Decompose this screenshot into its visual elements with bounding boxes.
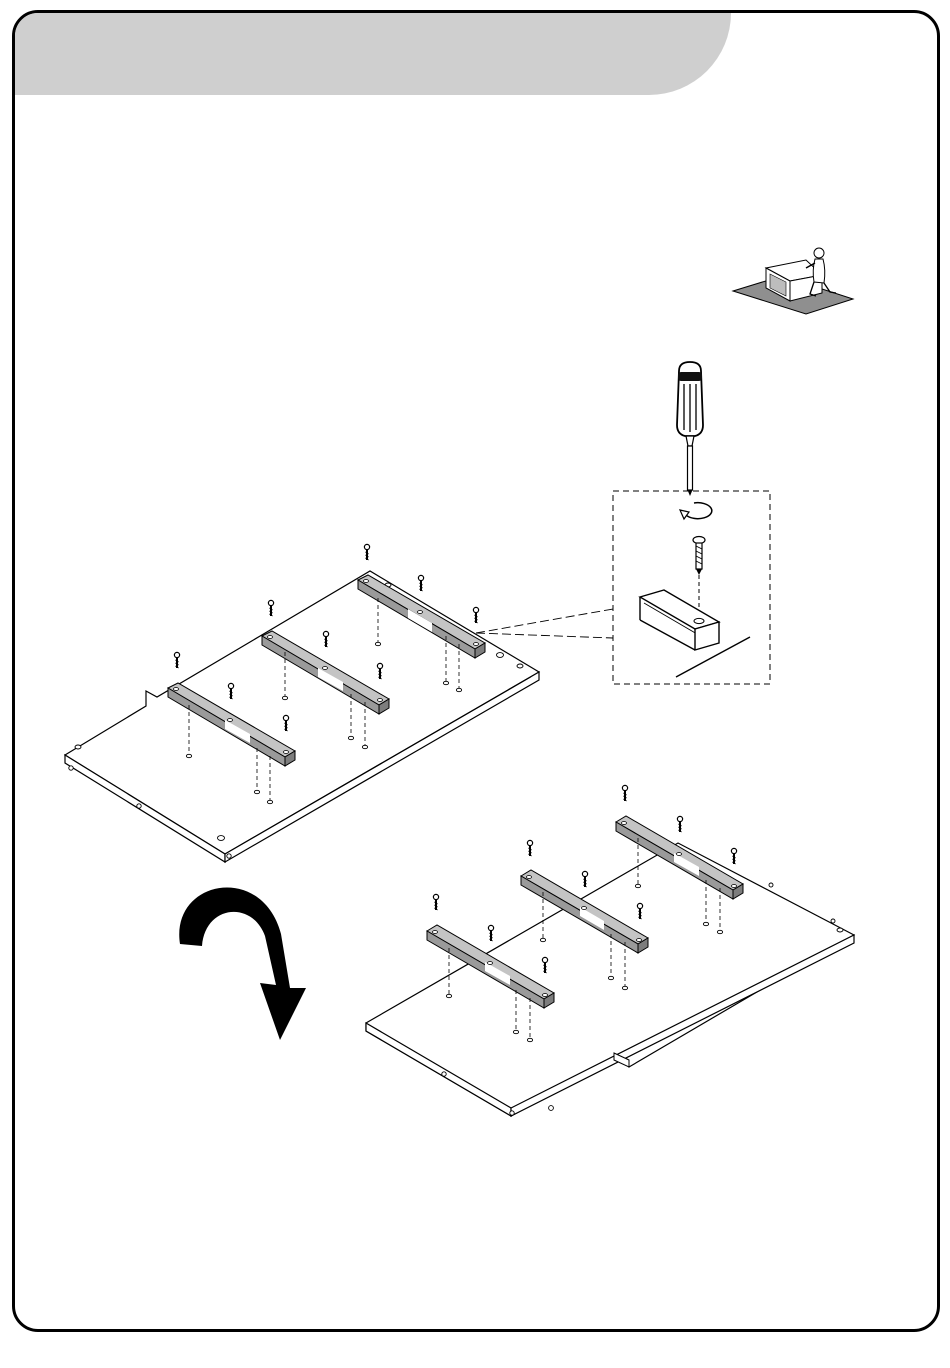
- panel-after-flip: [366, 785, 854, 1116]
- panel-before-flip: [65, 544, 539, 862]
- room-scene-thumbnail: [733, 248, 853, 314]
- flip-arrow: [179, 887, 306, 1040]
- screw-detail-callout: [476, 491, 770, 684]
- screwdriver: [677, 362, 703, 496]
